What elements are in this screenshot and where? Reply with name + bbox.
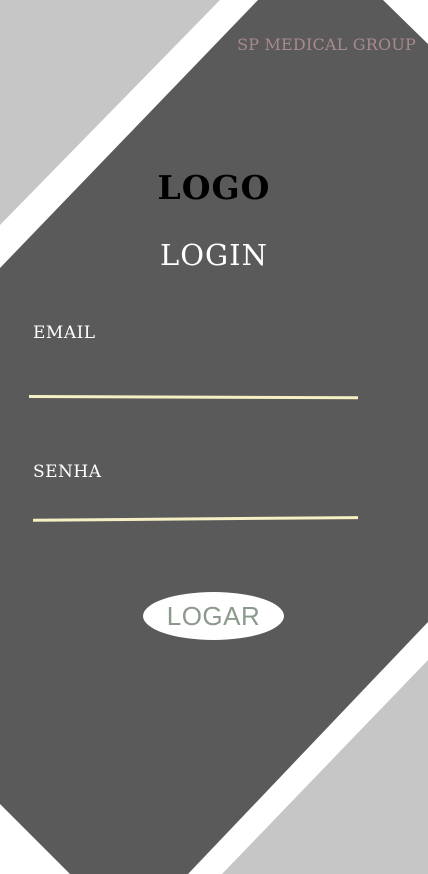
light-band-top	[0, 0, 220, 225]
light-band-bottom	[222, 660, 428, 874]
page-title: LOGIN	[159, 238, 269, 272]
logo: LOGO	[157, 168, 271, 207]
brand-name: SP MEDICAL GROUP	[237, 35, 416, 54]
email-label: EMAIL	[33, 323, 96, 343]
email-field[interactable]	[30, 350, 358, 394]
logar-button[interactable]: LOGAR	[143, 592, 284, 640]
password-field[interactable]	[30, 474, 358, 518]
